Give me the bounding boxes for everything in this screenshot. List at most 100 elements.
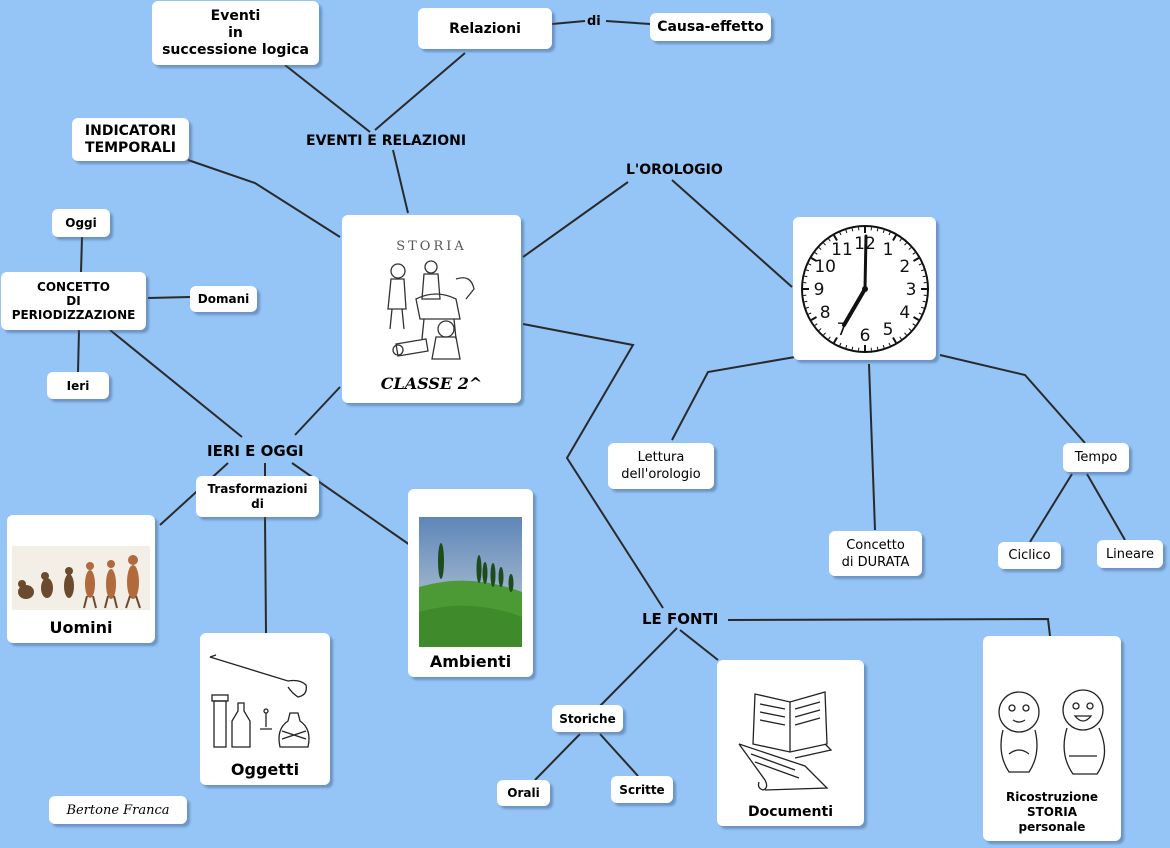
durata-box: Concetto di DURATA [829,531,922,576]
clock-tick [891,336,897,343]
link-di-causa [605,20,651,25]
clock-number: 3 [905,280,916,300]
clock-tick [851,346,853,350]
clock-tick [814,322,818,326]
clock-tick [807,262,811,265]
link-fonti-storiche [599,627,678,707]
link-periodizzazione-ieri-oggi [109,329,243,438]
clock-tick [818,327,821,331]
link-trasformazioni-oggetti [264,516,267,634]
eventi-relazioni-label: EVENTI E RELAZIONI [306,133,467,149]
link-center-ieri-oggi [294,386,341,436]
clock-icon: 121234567891011 [800,224,929,353]
clock-number: 7 [836,319,847,339]
link-tempo-ciclico [1029,473,1073,543]
oggi-box: Oggi [52,209,110,237]
storiche-box: Storiche [552,705,623,732]
fonti-label: LE FONTI [642,610,719,628]
ieri-oggi-label: IERI E OGGI [207,442,304,460]
link-periodizzazione-oggi [80,236,83,273]
link-ierioggi-uomini [159,462,229,526]
author-box: Bertone Franca [49,796,187,824]
clock-tick [807,312,811,315]
relazioni-box: Relazioni [418,8,552,49]
clock-tick [911,251,915,255]
indicatori-temporali-box: INDICATORI TEMPORALI [72,118,189,161]
link-center-orologio [522,181,629,258]
periodizzazione-box: CONCETTO DI PERIODIZZAZIONE [1,272,146,330]
clock-tick [903,332,907,335]
link-orologio-clock [671,179,793,288]
clock-tick [908,327,911,331]
scritte-box: Scritte [611,776,673,803]
link-clock-durata [868,363,876,531]
clock-number: 8 [819,303,830,323]
link-eventi-logica [284,64,371,133]
clock-tick [810,256,817,262]
clock-tick [882,344,885,348]
clock-number: 2 [899,257,910,277]
ambienti-caption: Ambienti [429,652,512,671]
clock-tick [920,268,924,271]
clock-tick [908,246,911,250]
landscape-image [419,517,522,647]
ambienti-card: Ambienti [408,489,533,677]
clock-tick [882,229,885,233]
link-fonti-ricostruzione [727,617,1051,637]
clock-tick [822,332,826,335]
clock-tick [911,322,915,326]
clock-tick [891,234,897,241]
clock-tick [803,275,807,277]
clock-tick [918,262,922,265]
link-center-fonti [522,323,664,609]
clock-tick [876,227,878,231]
clock-number: 6 [859,326,870,346]
clock-tick [922,275,926,277]
clock-number: 9 [813,280,824,300]
clock-tick [827,238,831,242]
objects-drawing [209,654,310,748]
di-label: di [587,14,601,29]
clock-tick [832,234,838,241]
trasformazioni-box: Trasformazioni di [196,476,319,517]
clock-tick [898,238,902,242]
uomini-caption: Uomini [49,618,113,637]
lettura-box: Lettura dell'orologio [608,443,714,489]
oggetti-caption: Oggetti [230,760,300,779]
clock-card: 121234567891011 [793,217,936,360]
ricostruzione-card: Ricostruzione STORIA personale [983,636,1121,841]
orali-box: Orali [497,780,550,806]
link-clock-tempo [939,354,1086,444]
clock-number: 4 [899,303,910,323]
oggetti-card: Oggetti [200,633,330,785]
link-relazioni-di [551,20,586,25]
clock-tick [827,335,831,339]
clock-tick [888,342,891,346]
clock-tick [844,229,847,233]
documenti-caption: Documenti [747,804,834,820]
lineare-box: Lineare [1097,540,1163,568]
clock-tick [851,227,853,231]
clock-number: 10 [814,257,836,277]
babies-drawing [998,689,1106,775]
link-eventi-relazioni [374,52,466,131]
causa-effetto-box: Causa-effetto [650,13,771,41]
clock-tick [838,342,841,346]
clock-tick [832,336,838,343]
link-tempo-lineare [1086,473,1126,541]
eventi-logica-box: Eventi in successione logica [152,1,319,65]
clock-tick [803,300,807,302]
link-storiche-scritte [599,733,639,777]
orologio-label: L'OROLOGIO [626,162,723,178]
clock-tick [898,335,902,339]
storia-title: STORIA [396,239,467,254]
clock-tick [903,242,907,245]
link-storiche-orali [534,733,581,781]
clock-tick [888,231,891,235]
domani-box: Domani [190,286,257,312]
clock-tick [918,312,922,315]
storia-center-card: STORIA CLASSE 2^ [342,215,521,403]
classe-caption: CLASSE 2^ [380,374,483,393]
clock-tick [822,242,826,245]
